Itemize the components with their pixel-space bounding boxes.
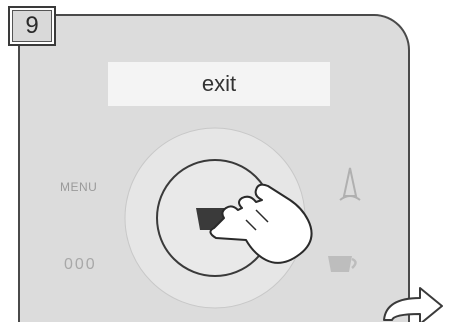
steam-icon[interactable] [339, 167, 361, 201]
pointing-hand-icon [209, 183, 313, 264]
step-number: 9 [12, 10, 52, 42]
display-screen: exit [108, 62, 330, 106]
step-badge: 9 [8, 6, 56, 46]
menu-button[interactable]: MENU [60, 180, 98, 194]
small-cup-icon[interactable] [328, 256, 357, 272]
dots-button[interactable]: 000 [64, 256, 97, 273]
next-arrow-icon[interactable] [383, 287, 443, 322]
